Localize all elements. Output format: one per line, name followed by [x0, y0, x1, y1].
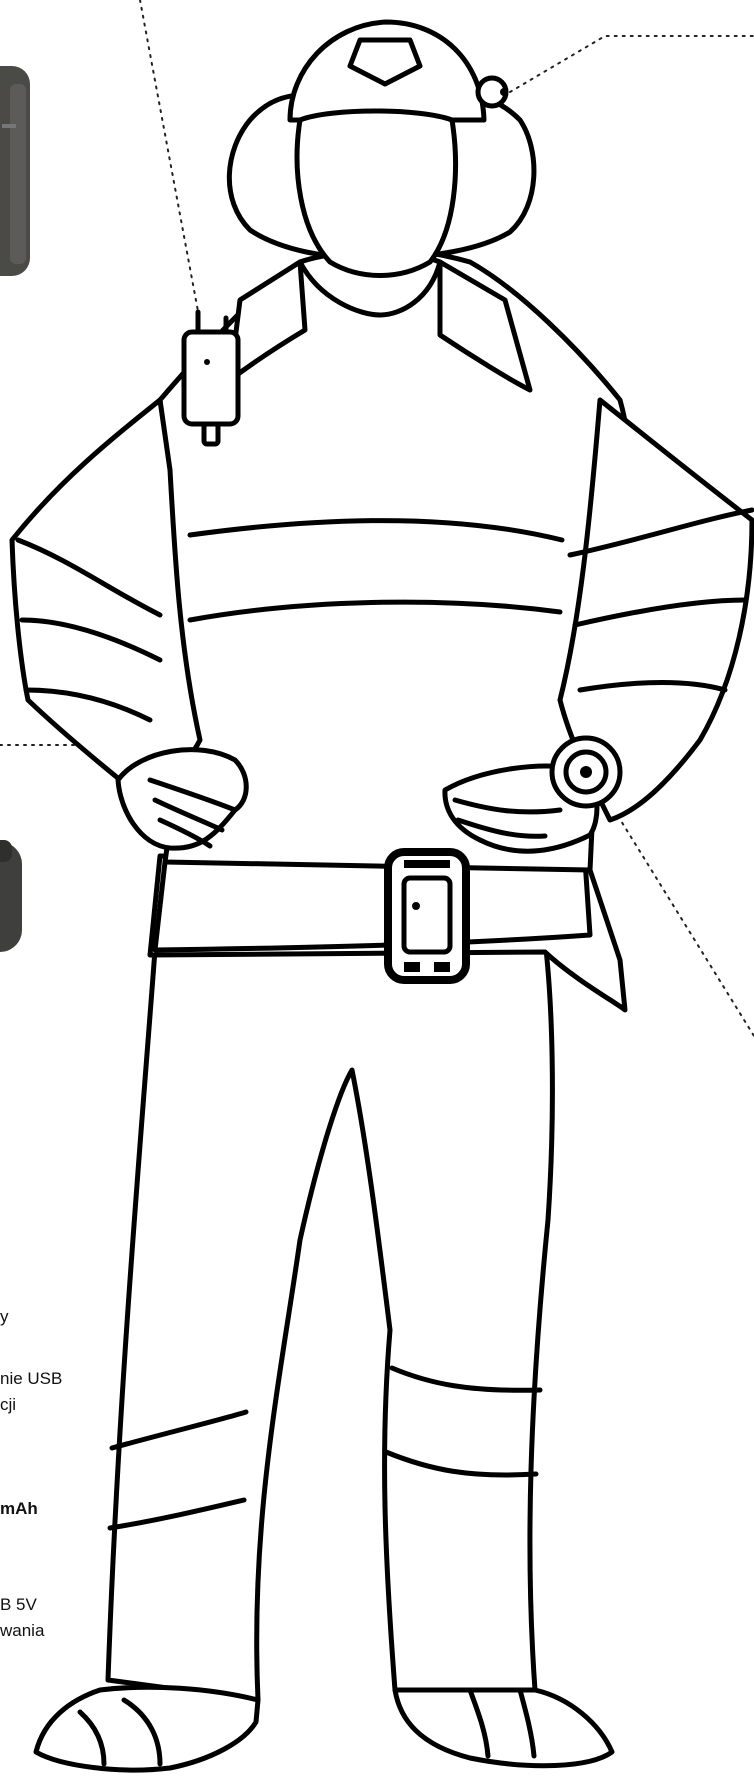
radio-dot: [204, 359, 210, 365]
shoulder-radio: [184, 332, 238, 424]
left-boot: [36, 1687, 258, 1770]
callout-line-radio: [140, 0, 200, 322]
face: [297, 111, 455, 276]
text-fragment-1: y: [0, 1307, 9, 1326]
belt-device-dot: [412, 902, 420, 910]
trousers: [108, 940, 552, 1700]
firefighter-figure: [12, 22, 752, 1770]
radio-clip: [204, 424, 218, 444]
text-fragment-6: wania: [0, 1621, 45, 1640]
device-photo-top: [0, 66, 30, 276]
belt-device-screen: [404, 878, 450, 952]
clipped-text-layer: y nie USB cji mAh B 5V wania: [0, 1307, 62, 1640]
device-photo-bottom: [0, 840, 22, 952]
helmet-lamp-dot: [500, 88, 508, 96]
device-label-top: [2, 124, 16, 128]
text-fragment-4: mAh: [0, 1499, 38, 1518]
text-fragment-5: B 5V: [0, 1595, 38, 1614]
device-cap-bottom: [0, 840, 12, 862]
wrist-device-center: [580, 766, 592, 778]
callout-line-helmet: [510, 36, 754, 92]
callout-line-wrist: [618, 816, 754, 1036]
text-fragment-2: nie USB: [0, 1369, 62, 1388]
text-fragment-3: cji: [0, 1395, 16, 1414]
device-edge-top: [10, 84, 26, 264]
right-boot: [395, 1690, 612, 1766]
